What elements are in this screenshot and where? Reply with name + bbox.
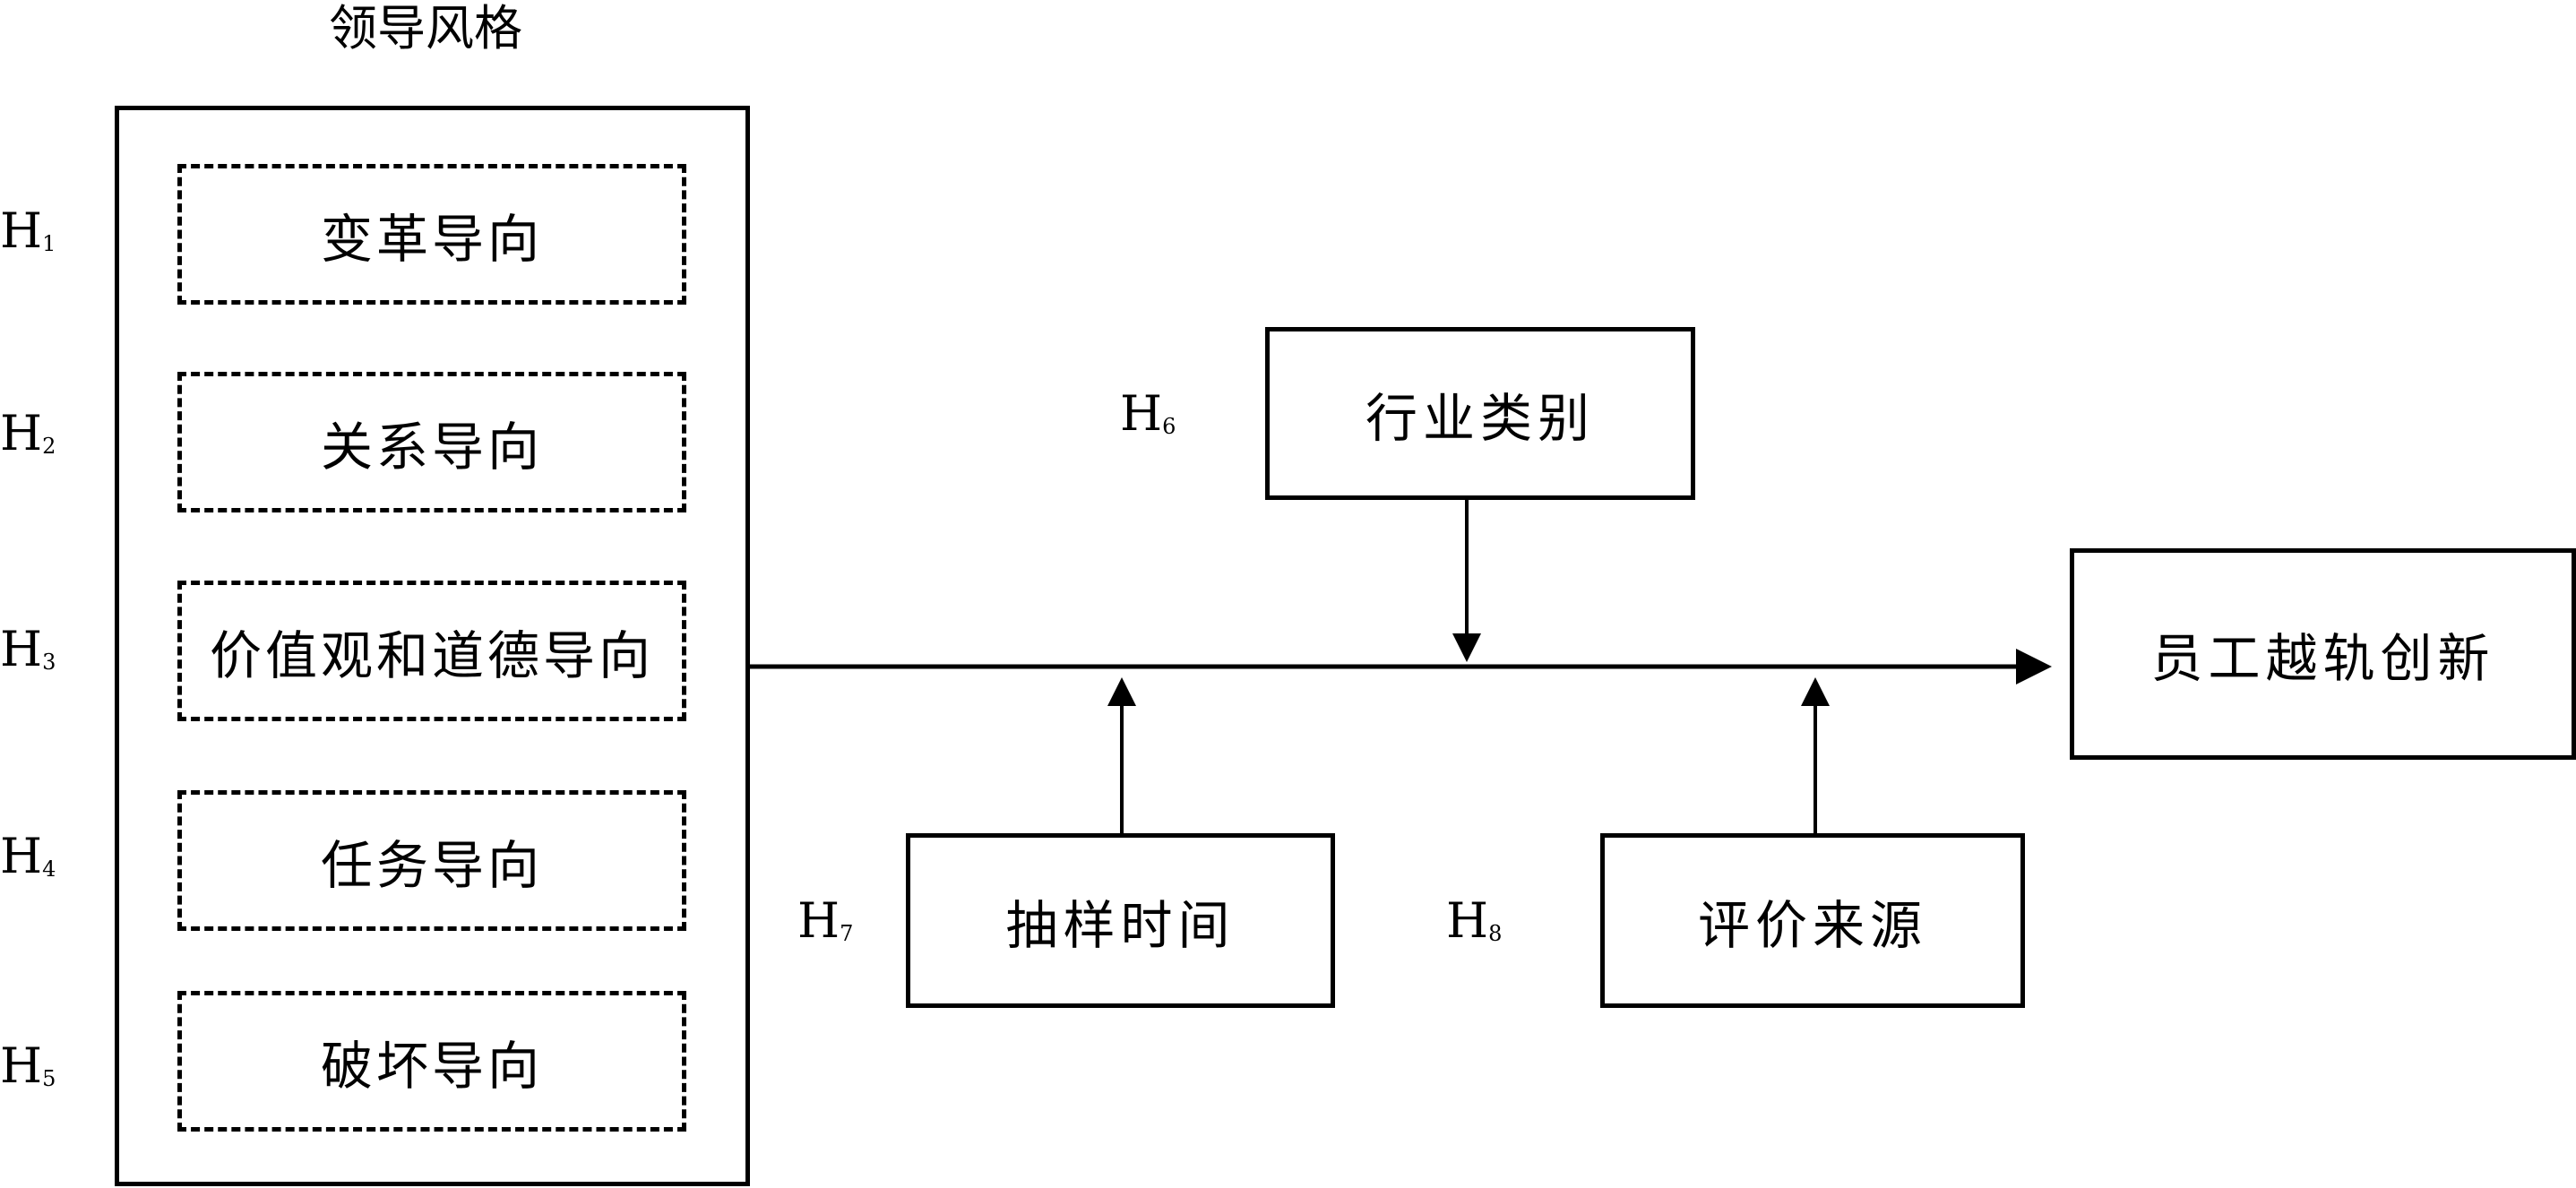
moderator-box-industry: 行业类别 bbox=[1265, 327, 1695, 500]
style-label: 任务导向 bbox=[320, 834, 543, 896]
style-label: 价值观和道德导向 bbox=[209, 624, 654, 686]
leadership-style-title: 领导风格 bbox=[329, 0, 522, 56]
hypothesis-label-h4: H4 bbox=[0, 828, 56, 884]
style-box-destructive: 破坏导向 bbox=[177, 991, 686, 1132]
style-box-values-ethics: 价值观和道德导向 bbox=[177, 581, 686, 721]
hypothesis-label-h7: H7 bbox=[797, 892, 854, 949]
moderator-label: 评价来源 bbox=[1697, 894, 1927, 956]
style-box-task: 任务导向 bbox=[177, 790, 686, 931]
leadership-style-group bbox=[115, 106, 750, 1186]
style-box-relational: 关系导向 bbox=[177, 372, 686, 512]
hypothesis-label-h5: H5 bbox=[0, 1037, 56, 1094]
style-label: 变革导向 bbox=[320, 208, 543, 270]
hypothesis-label-h3: H3 bbox=[0, 621, 56, 677]
moderator-box-sampling-time: 抽样时间 bbox=[906, 833, 1335, 1008]
outcome-label: 员工越轨创新 bbox=[2150, 628, 2495, 689]
moderator-box-rating-source: 评价来源 bbox=[1600, 833, 2025, 1008]
hypothesis-label-h2: H2 bbox=[0, 405, 56, 461]
hypothesis-label-h6: H6 bbox=[1120, 385, 1176, 442]
style-box-transformational: 变革导向 bbox=[177, 164, 686, 305]
hypothesis-label-h8: H8 bbox=[1446, 892, 1503, 949]
outcome-box-deviant-innovation: 员工越轨创新 bbox=[2070, 548, 2576, 760]
moderator-label: 抽样时间 bbox=[1005, 894, 1236, 956]
style-label: 关系导向 bbox=[320, 416, 543, 478]
style-label: 破坏导向 bbox=[320, 1035, 543, 1097]
hypothesis-label-h1: H1 bbox=[0, 202, 56, 259]
moderator-label: 行业类别 bbox=[1365, 387, 1595, 449]
